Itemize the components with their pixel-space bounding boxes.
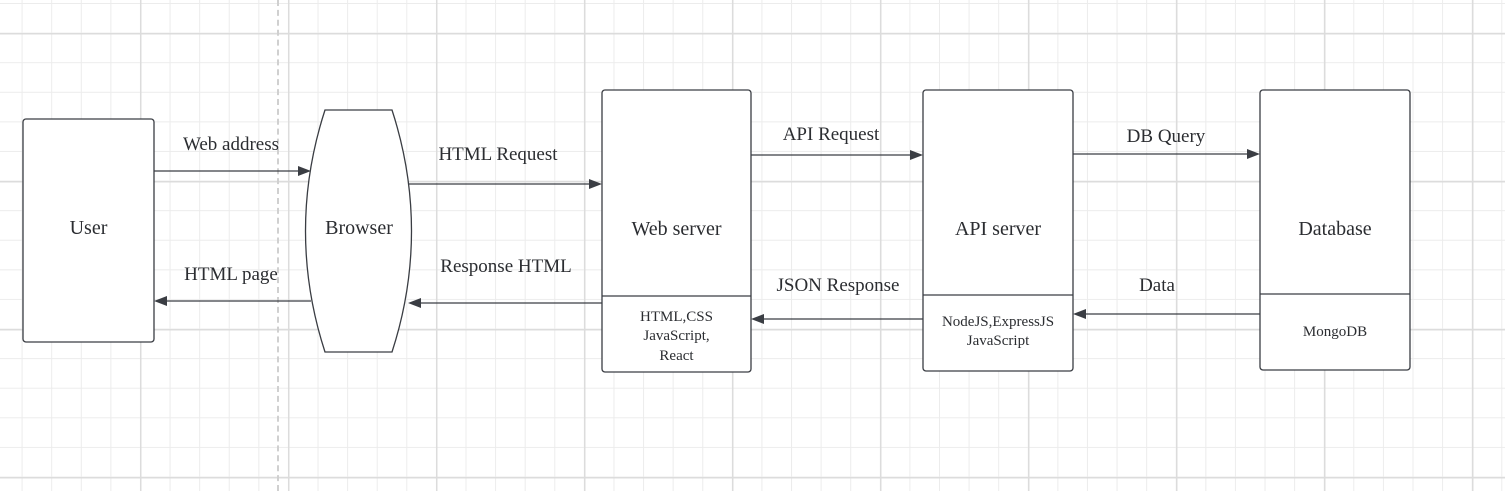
arrowhead-right xyxy=(298,166,311,176)
node-browser[interactable]: Browser xyxy=(304,109,413,353)
edge-html-request[interactable]: HTML Request xyxy=(408,144,602,189)
web-server-stack-line-1: HTML,CSS xyxy=(640,309,713,325)
arrowhead-left xyxy=(1073,309,1086,319)
edge-label-response-html: Response HTML xyxy=(440,256,571,277)
edge-data[interactable]: Data xyxy=(1073,275,1260,319)
arrowhead-left xyxy=(408,298,421,308)
edge-response-html[interactable]: Response HTML xyxy=(408,256,602,308)
page-boundary-divider xyxy=(277,0,279,491)
edge-label-data: Data xyxy=(1139,275,1175,296)
arrowhead-left xyxy=(751,314,764,324)
edge-label-html-page: HTML page xyxy=(184,264,278,285)
browser-shape xyxy=(304,109,413,353)
arrowhead-right xyxy=(589,179,602,189)
web-server-stack-line-2: JavaScript, xyxy=(643,328,709,344)
edge-label-db-query: DB Query xyxy=(1127,126,1206,147)
api-server-stack-line-2: JavaScript xyxy=(967,333,1030,349)
edge-json-response[interactable]: JSON Response xyxy=(751,275,923,324)
database-box xyxy=(1259,89,1411,371)
node-api-server[interactable]: API server NodeJS,ExpressJS JavaScript xyxy=(922,89,1074,372)
node-database[interactable]: Database MongoDB xyxy=(1259,89,1411,371)
edge-label-html-request: HTML Request xyxy=(438,144,558,165)
edge-api-request[interactable]: API Request xyxy=(751,124,923,160)
user-box xyxy=(22,118,155,343)
web-server-stack-line-3: React xyxy=(659,348,694,364)
api-server-stack-line-1: NodeJS,ExpressJS xyxy=(942,314,1054,330)
database-stack-line-1: MongoDB xyxy=(1303,324,1367,340)
api-server-label: API server xyxy=(955,218,1041,240)
arrowhead-left xyxy=(154,296,167,306)
edge-label-web-address: Web address xyxy=(183,134,279,155)
arrowhead-right xyxy=(910,150,923,160)
edge-web-address[interactable]: Web address xyxy=(154,134,311,176)
edge-label-json-response: JSON Response xyxy=(777,275,900,296)
edge-db-query[interactable]: DB Query xyxy=(1073,126,1260,159)
node-user[interactable]: User xyxy=(22,118,155,343)
edge-html-page[interactable]: HTML page xyxy=(154,264,311,306)
browser-label: Browser xyxy=(325,217,393,239)
api-server-box xyxy=(922,89,1074,372)
arrowhead-right xyxy=(1247,149,1260,159)
database-label: Database xyxy=(1298,218,1371,240)
web-server-box xyxy=(601,89,752,373)
edge-label-api-request: API Request xyxy=(783,124,880,145)
user-label: User xyxy=(70,217,108,239)
node-web-server[interactable]: Web server HTML,CSS JavaScript, React xyxy=(601,89,752,373)
web-server-label: Web server xyxy=(631,218,721,240)
